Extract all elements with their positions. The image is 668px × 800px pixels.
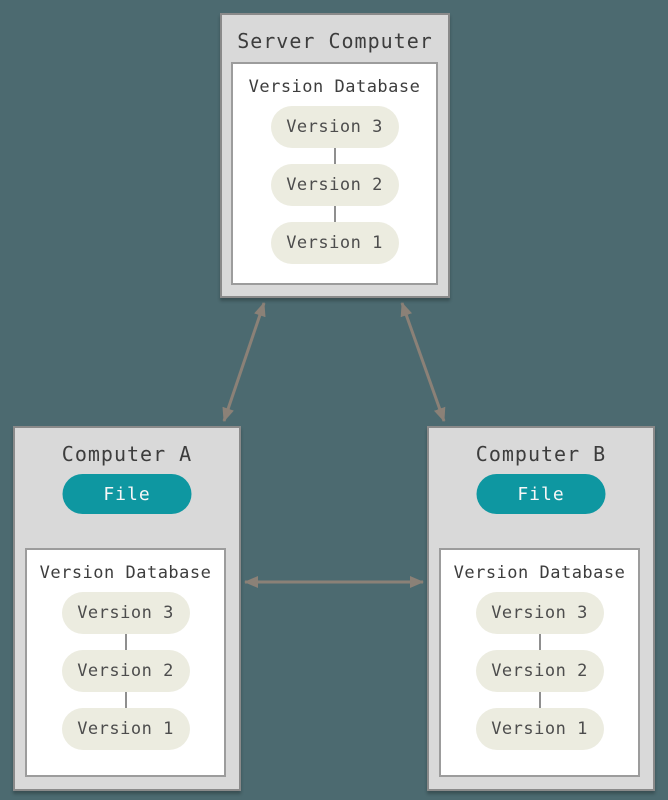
computer-b-version-3-pill: Version 3	[475, 592, 604, 634]
computer-b-version-database-title: Version Database	[453, 563, 626, 583]
computer-b-version-database-box: Version Database Version 3 Version 2 Ver…	[439, 548, 640, 777]
server-version-2-pill: Version 2	[270, 164, 399, 206]
version-connector-line	[538, 634, 541, 650]
sync-arrow-server-computer-b-icon	[400, 302, 446, 422]
version-connector-line	[538, 692, 541, 708]
computer-b-title: Computer B	[475, 442, 607, 466]
server-computer-title: Server Computer	[237, 29, 433, 53]
server-version-stack: Version 3 Version 2 Version 1	[270, 106, 399, 264]
computer-a-version-2-pill: Version 2	[61, 650, 190, 692]
computer-a-box: Computer A File Version Database Version…	[13, 426, 241, 791]
computer-b-version-1-pill: Version 1	[475, 708, 604, 750]
computer-a-file-pill: File	[62, 474, 192, 514]
computer-b-file-pill: File	[476, 474, 606, 514]
version-connector-line	[124, 634, 127, 650]
computer-b-version-stack: Version 3 Version 2 Version 1	[475, 592, 604, 750]
computer-a-title: Computer A	[61, 442, 193, 466]
server-computer-box: Server Computer Version Database Version…	[220, 13, 450, 298]
version-connector-line	[333, 148, 336, 164]
computer-b-version-2-pill: Version 2	[475, 650, 604, 692]
version-connector-line	[333, 206, 336, 222]
server-version-database-box: Version Database Version 3 Version 2 Ver…	[231, 62, 438, 285]
computer-a-version-database-title: Version Database	[39, 563, 212, 583]
sync-arrow-server-computer-a-icon	[222, 302, 266, 422]
version-connector-line	[124, 692, 127, 708]
computer-a-version-3-pill: Version 3	[61, 592, 190, 634]
computer-a-version-database-box: Version Database Version 3 Version 2 Ver…	[25, 548, 226, 777]
computer-a-version-stack: Version 3 Version 2 Version 1	[61, 592, 190, 750]
computer-a-version-1-pill: Version 1	[61, 708, 190, 750]
computer-b-box: Computer B File Version Database Version…	[427, 426, 655, 791]
server-version-3-pill: Version 3	[270, 106, 399, 148]
server-version-database-title: Version Database	[248, 77, 421, 97]
server-version-1-pill: Version 1	[270, 222, 399, 264]
